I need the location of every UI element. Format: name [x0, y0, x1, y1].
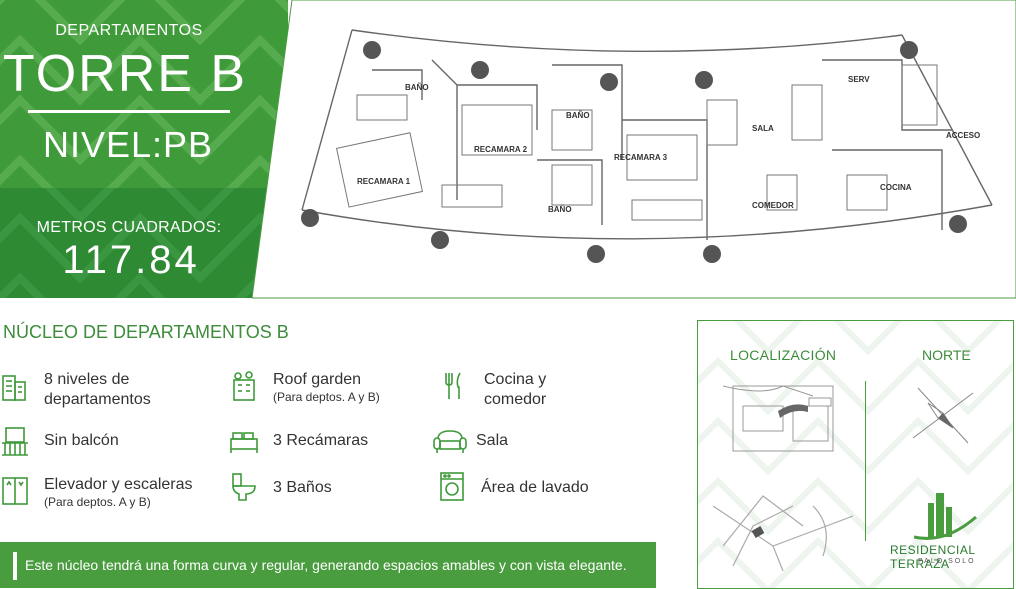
feature-item: Área de lavado [437, 470, 589, 502]
feature-label: Roof garden [273, 371, 362, 388]
chevron-pattern [0, 0, 288, 188]
floor-plan: BAÑO RECAMARA 2 BAÑO RECAMARA 3 SALA SER… [252, 0, 1016, 299]
brand-logo-icon [913, 493, 977, 540]
card-divider [865, 381, 866, 541]
description-banner: Este núcleo tendrá una forma curva y reg… [0, 542, 656, 588]
plan-label: RECAMARA 1 [357, 177, 411, 186]
feature-label: departamentos [44, 391, 151, 408]
site-map [723, 385, 834, 452]
feature-item: 3 Recámaras [229, 425, 368, 457]
feature-label: 3 Baños [273, 479, 332, 496]
plan-label: SERV [848, 75, 870, 84]
sofa-icon [433, 430, 467, 453]
feature-item: Sin balcón [0, 425, 119, 457]
category-label: DEPARTAMENTOS [55, 22, 203, 39]
location-title: LOCALIZACIÓN [730, 347, 837, 363]
feature-label: Sala [476, 432, 509, 449]
feature-label: Cocina y [484, 371, 547, 388]
brand-subtitle: PALO SOLO [918, 558, 976, 565]
level-label: NIVEL:PB [42, 124, 214, 165]
title-divider [28, 110, 230, 113]
toilet-icon [232, 473, 256, 501]
feature-note: (Para deptos. A y B) [273, 390, 380, 404]
washer-icon [440, 472, 464, 501]
tower-title: TORRE B [2, 45, 248, 103]
area-value: 117.84 [62, 238, 200, 282]
feature-label: 8 niveles de [44, 371, 130, 388]
feature-label: comedor [484, 391, 547, 408]
street-map [713, 495, 853, 571]
feature-item: Cocina y comedor [440, 370, 546, 410]
feature-item: 3 Baños [229, 470, 332, 502]
feature-item: Sala [432, 425, 508, 457]
roof-garden-icon [233, 371, 255, 401]
card-pattern [698, 321, 1013, 588]
banner-text: Este núcleo tendrá una forma curva y reg… [25, 557, 627, 573]
feature-note: (Para deptos. A y B) [44, 495, 151, 509]
plan-label: COMEDOR [752, 201, 794, 210]
plan-label: BAÑO [405, 83, 429, 92]
feature-item: Roof garden (Para deptos. A y B) [229, 370, 380, 404]
section-title: NÚCLEO DE DEPARTAMENTOS B [3, 322, 289, 342]
balcony-icon [2, 427, 28, 456]
feature-label: Elevador y escaleras [44, 476, 193, 493]
banner-accent [13, 552, 17, 580]
plan-label: BAÑO [566, 111, 590, 120]
north-title: NORTE [922, 347, 971, 363]
location-card: LOCALIZACIÓN NORTE RESIDENCIAL TERRAZA P… [697, 320, 1014, 589]
feature-item: Elevador y escaleras (Para deptos. A y B… [0, 475, 193, 509]
north-compass-icon [912, 387, 974, 444]
plan-label: RECAMARA 2 [474, 145, 528, 154]
plan-label: COCINA [880, 183, 912, 192]
tower-header-block [0, 0, 288, 188]
elevator-icon [2, 477, 28, 505]
feature-item: 8 niveles de departamentos [0, 370, 151, 410]
plan-label: SALA [752, 124, 774, 133]
feature-label: Área de lavado [481, 479, 589, 496]
area-label: METROS CUADRADOS: [36, 219, 222, 236]
bed-icon [230, 432, 258, 453]
building-icon [2, 375, 26, 401]
plan-label: BAÑO [548, 205, 572, 214]
brand-name: RESIDENCIAL TERRAZA [890, 543, 976, 571]
plan-label: RECAMARA 3 [614, 153, 668, 162]
plan-label: ACCESO [946, 131, 980, 140]
cutlery-icon [445, 372, 461, 399]
feature-label: Sin balcón [44, 432, 119, 449]
area-block [0, 188, 270, 298]
feature-label: 3 Recámaras [273, 432, 369, 449]
tower-info-panel: DEPARTAMENTOS TORRE B NIVEL:PB METROS CU… [0, 0, 288, 298]
